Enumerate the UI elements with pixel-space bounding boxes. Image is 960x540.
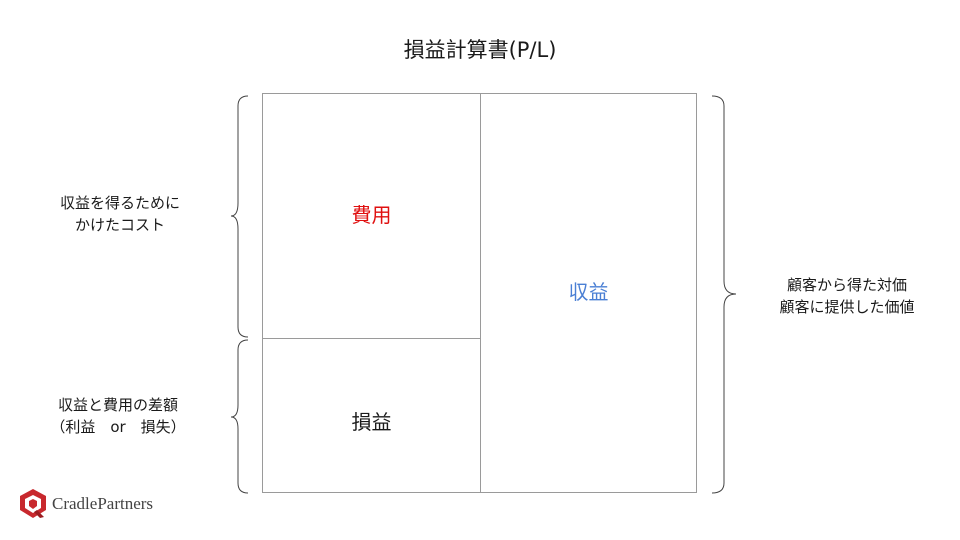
cost-note-line2: かけたコスト (74, 216, 165, 234)
difference-note-line2: （利益 or 損失） (50, 418, 186, 436)
brace-difference (230, 339, 249, 494)
difference-note-line1: 収益と費用の差額 (57, 396, 178, 414)
revenue-note-line2: 顧客に提供した価値 (779, 298, 915, 316)
cost-note: 収益を得るために かけたコスト (20, 192, 220, 236)
revenue-label: 収益 (568, 280, 609, 304)
brace-cost (230, 95, 249, 338)
expense-label: 費用 (351, 203, 392, 227)
company-logo: CradlePartners (18, 488, 153, 520)
revenue-box: 収益 (481, 94, 696, 492)
profit-box: 損益 (263, 339, 481, 492)
cradle-logo-icon (20, 489, 46, 518)
difference-note: 収益と費用の差額 （利益 or 損失） (10, 394, 226, 438)
profit-label: 損益 (351, 410, 392, 434)
pl-diagram: 費用 損益 収益 (262, 93, 697, 493)
expense-box: 費用 (263, 94, 481, 339)
revenue-note: 顧客から得た対価 顧客に提供した価値 (742, 274, 952, 318)
logo-text: CradlePartners (52, 494, 154, 513)
cost-note-line1: 収益を得るために (59, 194, 180, 212)
revenue-note-line1: 顧客から得た対価 (786, 276, 907, 294)
page-title: 損益計算書(P/L) (403, 38, 557, 62)
brace-revenue (711, 95, 737, 494)
